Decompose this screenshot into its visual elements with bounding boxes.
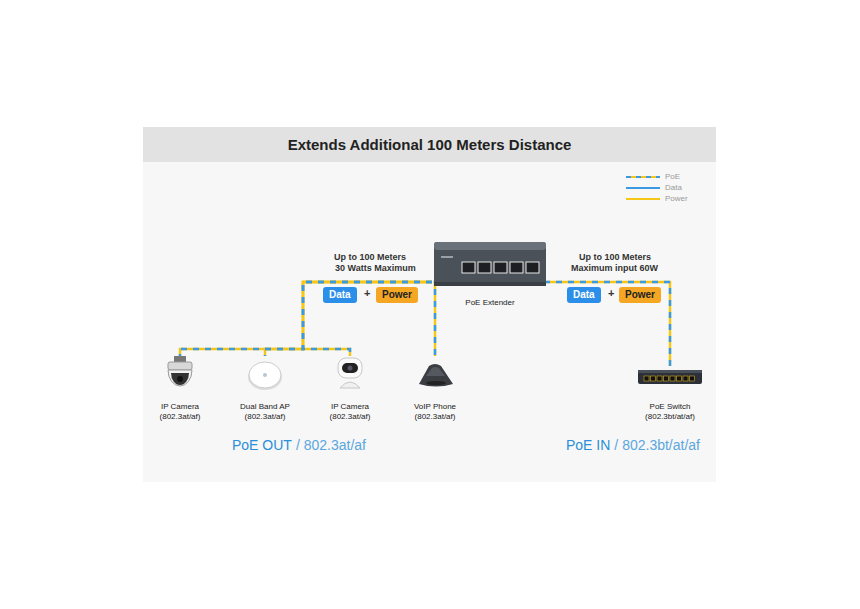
data-stroke (180, 282, 432, 356)
device-node: VoIP Phone(802.3at/af) (393, 356, 477, 422)
device-label: VoIP Phone (393, 402, 477, 412)
pill-text: Data (573, 289, 595, 301)
device-label: IP Camera (308, 402, 392, 412)
text-label: / 802.3bt/at/af (614, 437, 700, 453)
device-node: IP Camera(802.3at/af) (138, 356, 222, 422)
data-stroke (265, 282, 432, 356)
power-stroke (180, 282, 432, 356)
text-label: PoE IN (566, 437, 610, 453)
text-label: Maximum input 60W (571, 263, 658, 274)
device-label: (802.3at/af) (138, 412, 222, 422)
poe-cable (548, 282, 670, 366)
ap-icon (223, 356, 307, 402)
device-drawing (338, 358, 362, 388)
text-label: 30 Watts Maximum (335, 263, 416, 274)
tag-pill: Data (323, 287, 357, 303)
device-label: PoE Extender (432, 298, 548, 308)
device-label: Dual Band AP (223, 402, 307, 412)
cam-icon (308, 356, 392, 402)
legend-power-line (626, 198, 660, 200)
tag-pill: Power (376, 287, 418, 303)
text-label: Up to 100 Meters (579, 252, 651, 263)
tag-pill: Power (619, 287, 661, 303)
dome-icon (138, 356, 222, 402)
legend-poe-data (626, 176, 660, 178)
device-drawing (168, 356, 192, 386)
pill-text: Data (329, 289, 351, 301)
device-node: Dual Band AP(802.3at/af) (223, 356, 307, 422)
data-stroke (548, 282, 670, 366)
legend-text: Data (665, 183, 682, 193)
device-node: PoE Extender (432, 240, 548, 308)
tag-pill: Data (567, 287, 601, 303)
text-label: + (364, 287, 370, 300)
device-label: IP Camera (138, 402, 222, 412)
sw-icon (630, 366, 710, 402)
phone-icon (393, 356, 477, 402)
poe-cable (303, 282, 432, 356)
power-stroke (303, 282, 432, 356)
device-drawing (638, 370, 702, 384)
power-stroke (548, 282, 670, 366)
power-stroke (265, 282, 432, 356)
legend-poe-power (626, 176, 660, 178)
poe-cable (265, 282, 432, 356)
text-label: Up to 100 Meters (334, 252, 406, 263)
legend-text: Power (665, 194, 688, 204)
data-stroke (303, 282, 432, 356)
power-stroke (435, 282, 548, 356)
device-label: (802.3at/af) (308, 412, 392, 422)
device-node: PoE Switch(802.3bt/at/af) (630, 366, 710, 422)
poe-cable (435, 282, 548, 356)
legend-data-line (626, 187, 660, 189)
panel-background (143, 162, 716, 482)
text-label: / 802.3at/af (296, 437, 366, 453)
legend-text: PoE (665, 172, 680, 182)
pill-text: Power (382, 289, 412, 301)
device-label: (802.3bt/at/af) (630, 412, 710, 422)
diagram-title: Extends Additional 100 Meters Distance (143, 136, 716, 153)
device-node: IP Camera(802.3at/af) (308, 356, 392, 422)
data-stroke (435, 282, 548, 356)
device-drawing (419, 364, 453, 387)
text-label: PoE OUT (232, 437, 292, 453)
device-drawing (434, 242, 546, 286)
extender-icon (432, 240, 548, 298)
pill-text: Power (625, 289, 655, 301)
device-label: (802.3at/af) (223, 412, 307, 422)
device-label: (802.3at/af) (393, 412, 477, 422)
device-label: PoE Switch (630, 402, 710, 412)
poe-cable (180, 282, 432, 356)
device-drawing (248, 362, 282, 390)
text-label: + (608, 287, 614, 300)
